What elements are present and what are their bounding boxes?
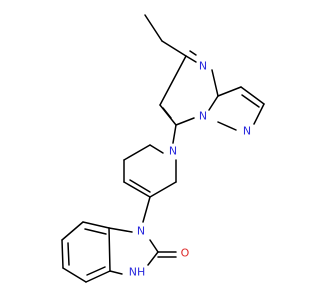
bond-c5-c6 (149, 181, 177, 198)
bond-c4-c5-double (129, 179, 151, 193)
bond-c3a-c3 (217, 86, 242, 97)
bond-n2-n1 (217, 121, 237, 131)
bond-benz-1 (82, 221, 110, 229)
bond-n4-c3a (211, 69, 219, 97)
atom-o-carbonyl: O (181, 247, 190, 260)
bond-benz-5 (85, 270, 111, 283)
bond-nh-c3a (109, 270, 123, 275)
bond-c3a-n1 (208, 95, 219, 111)
bond-n1-c7 (175, 117, 195, 126)
bond-benz-3-double (67, 242, 70, 266)
bond-c7-npip (172, 124, 177, 144)
bond-nbim-c2 (149, 239, 159, 253)
bond-c7a-c3a (108, 227, 111, 272)
bond-c5-n4-double (189, 50, 197, 56)
bond-benz-2 (61, 221, 84, 241)
molecule-structure: N N N N N NH O (61, 14, 265, 283)
bond-nbim-c7a (108, 227, 133, 233)
bond-npip-c2 (149, 144, 164, 154)
bonds (61, 14, 265, 283)
bond-c2-nh (147, 251, 159, 266)
bond-ethyl-2 (161, 40, 187, 57)
atom-n-benzimidazole: N (137, 225, 145, 238)
bond-benz-1-double (84, 228, 107, 235)
bond-c5-nbim (142, 196, 151, 223)
bond-c4-c5 (123, 181, 151, 198)
atom-n-pyrimidine: N (199, 60, 207, 73)
atom-n-pyrazole: N (243, 125, 251, 138)
bond-benz-4 (62, 267, 87, 283)
bond-c2-c3 (123, 144, 151, 161)
atom-n-piperidine: N (169, 145, 177, 158)
bond-c2-n2 (253, 103, 265, 125)
bond-c3-c2-double (241, 94, 260, 108)
bond-c6-c5 (159, 55, 187, 106)
atom-labels: N N N N N NH O (129, 60, 251, 279)
atom-n-bridge: N (199, 110, 207, 123)
bond-ethyl-1 (144, 14, 163, 42)
atom-nh-benzimidazole: NH (129, 266, 146, 279)
bond-c3-c2 (240, 86, 265, 105)
bond-c5-n4 (185, 55, 197, 63)
bond-benz-5-double (86, 266, 106, 276)
bond-c7-c6-double (162, 107, 172, 119)
bond-benz-3 (61, 239, 64, 269)
